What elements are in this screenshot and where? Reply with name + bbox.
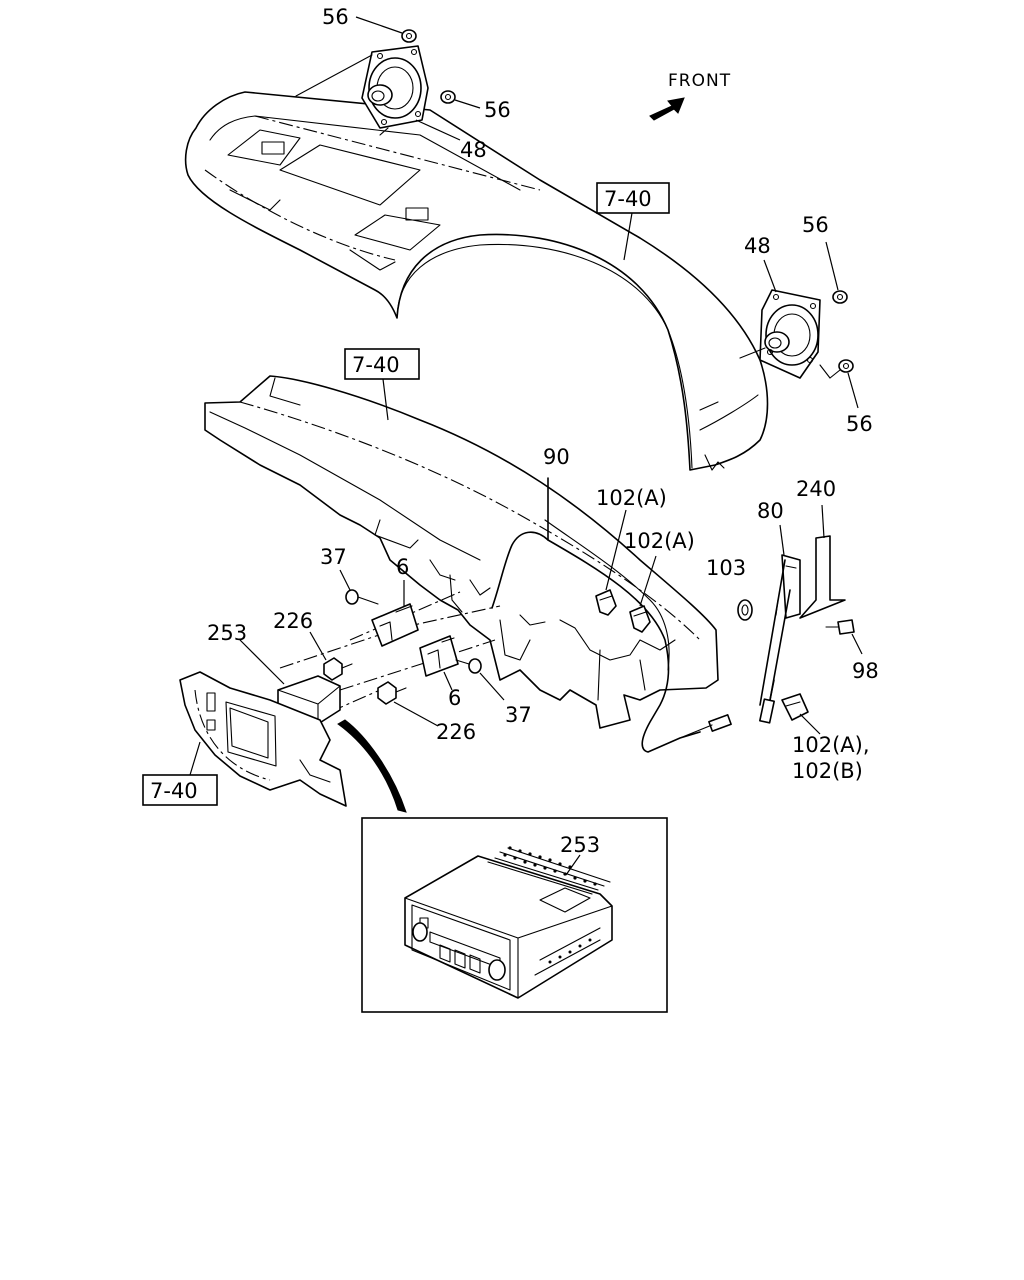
bracket-240[interactable]: 240 [796,477,846,619]
nut-56-right-top[interactable]: 56 [802,213,848,304]
clip-102a-first[interactable]: 102(A) [595,486,667,616]
speaker-48-right-label: 48 [744,234,777,293]
callout-56-a: 56 [322,5,349,29]
reference-label-top: 7-40 [604,187,652,211]
callout-102a-1: 102(A) [596,486,667,510]
radio-vent-grid [487,846,611,895]
nut-56-right-bottom[interactable]: 56 [838,359,873,436]
callout-226-a: 226 [273,609,313,633]
speaker-48-left-label: 48 [415,119,487,162]
dashboard-upper-panel [184,91,769,471]
callout-98: 98 [852,659,879,683]
reference-label-middle: 7-40 [352,353,400,377]
callout-56-d: 56 [846,412,873,436]
clip-102a-second[interactable]: 102(A) [624,529,695,633]
callout-240: 240 [796,477,836,501]
antenna-cable-90[interactable]: 90 [491,445,732,753]
bolt-226-lower[interactable]: 226 [377,681,476,744]
callout-103: 103 [706,556,746,580]
callout-37-b: 37 [505,703,532,727]
detail-pointer-arrow [337,719,407,813]
callout-80: 80 [757,499,784,523]
reference-box-middle[interactable]: 7-40 [344,348,420,421]
speaker-left[interactable] [295,45,429,136]
dashboard-lower-frame [204,375,719,729]
callout-56-c: 56 [802,213,829,237]
lower-trim-panel [179,671,347,807]
bolt-226-upper[interactable]: 226 [273,609,353,681]
callout-226-b: 226 [436,720,476,744]
bracket-6-lower[interactable]: 6 [443,671,461,710]
screw-98[interactable]: 98 [825,619,879,683]
callout-56-b: 56 [484,98,511,122]
callout-48-b: 48 [744,234,771,258]
radio-mount-brackets [279,591,501,713]
callout-90: 90 [543,445,570,469]
callout-102ab-line1: 102(A), [792,733,870,757]
callout-102a-2: 102(A) [624,529,695,553]
front-direction-indicator: FRONT [649,71,731,121]
antenna-bracket-80[interactable]: 80 [757,499,801,706]
callout-253-detail: 253 [560,833,600,857]
reference-box-top[interactable]: 7-40 [596,182,670,261]
callout-48-a: 48 [460,138,487,162]
grommet-103[interactable]: 103 [706,556,753,621]
radio-detail-view: 253 [361,817,668,1013]
reference-box-bottom-left[interactable]: 7-40 [142,741,218,806]
nut-56-left[interactable]: 56 [440,90,511,122]
front-label: FRONT [668,71,731,91]
bracket-6-upper[interactable]: 6 [396,555,409,606]
callout-37-a: 37 [320,545,347,569]
callout-6-a: 6 [396,555,409,579]
front-arrow-icon [649,97,685,121]
antenna-lead-clip[interactable]: 102(A), 102(B) [759,679,870,783]
bolt-37-upper[interactable]: 37 [320,545,379,605]
nut-56-top[interactable]: 56 [322,5,417,43]
callout-102ab-line2: 102(B) [792,759,863,783]
speaker-right[interactable] [739,289,841,379]
callout-6-b: 6 [448,686,461,710]
reference-label-bottom: 7-40 [150,779,198,803]
callout-253-a: 253 [207,621,247,645]
bolt-37-lower[interactable]: 37 [455,658,532,727]
